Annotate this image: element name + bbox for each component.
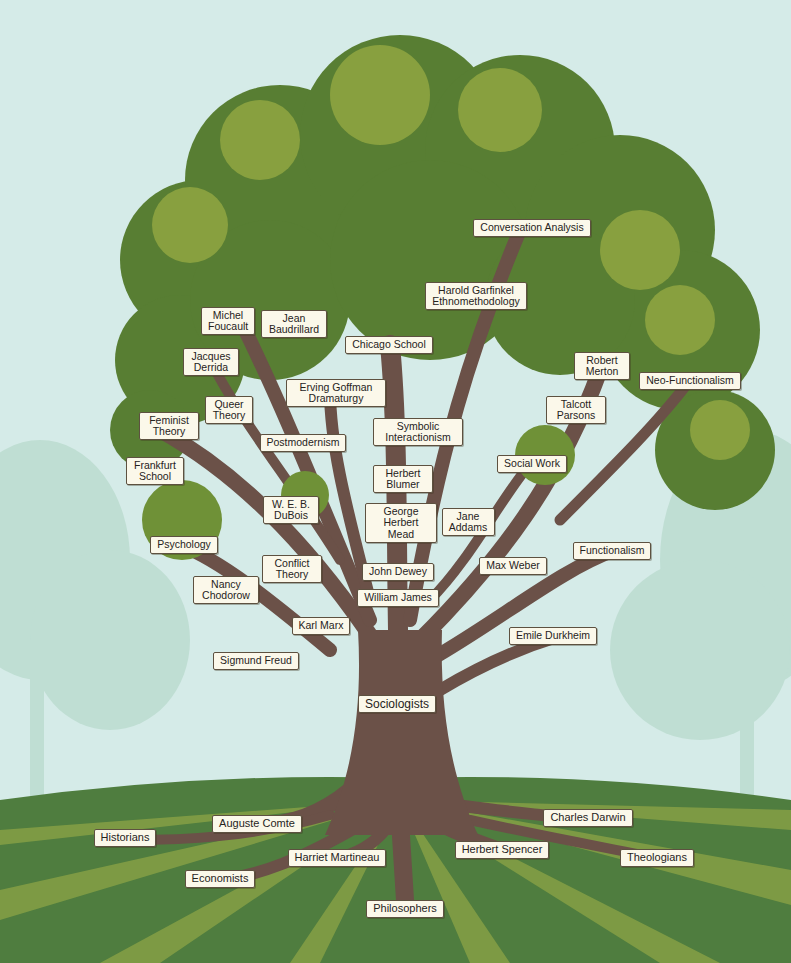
label-banner: Harold Garfinkel Ethnomethodology [425,282,527,311]
banner-text: Michel Foucault [208,310,248,333]
label-banner: Talcott Parsons [546,396,606,425]
banner-text: Historians [101,832,150,844]
banner-text: Neo-Functionalism [646,375,734,386]
banner-text: Queer Theory [212,399,246,422]
banner-text: John Dewey [369,566,427,577]
banner-text: George Herbert Mead [372,506,430,540]
label-banner: Charles Darwin [543,809,632,827]
label-banner: Philosophers [366,900,444,918]
banner-text: Philosophers [373,903,437,915]
banner-text: Conversation Analysis [480,222,583,233]
foliage-clumps [142,425,575,560]
banner-text: Feminist Theory [146,415,192,438]
label-banner: Nancy Chodorow [193,576,259,605]
label-banner: Emile Durkheim [509,627,597,644]
banner-text: Symbolic Interactionism [380,421,456,444]
label-banner: Economists [185,870,256,888]
banner-text: Emile Durkheim [516,630,590,641]
banner-text: Sociologists [365,698,429,711]
label-banner: Max Weber [479,557,547,574]
banner-text: Harold Garfinkel Ethnomethodology [432,285,520,308]
banner-text: Jean Baudrillard [268,313,320,336]
banner-text: Economists [192,873,249,885]
canopy-light [152,45,750,460]
label-banner: Sigmund Freud [213,652,299,669]
label-banner: Conversation Analysis [473,219,590,236]
banner-text: Social Work [504,458,560,469]
label-banner: Harriet Martineau [288,849,387,867]
label-banner: W. E. B. DuBois [263,496,319,525]
label-banner: Herbert Spencer [455,841,550,859]
label-banner: Karl Marx [292,617,351,634]
label-banner: Conflict Theory [262,555,322,584]
label-banner: Auguste Comte [212,815,302,833]
banner-text: Talcott Parsons [553,399,599,422]
label-banner: Psychology [150,536,218,553]
canopy-dark [110,35,775,510]
banner-text: Harriet Martineau [295,852,380,864]
banner-text: Nancy Chodorow [200,579,252,602]
label-banner: Functionalism [573,542,652,559]
banner-text: Max Weber [486,560,540,571]
banner-text: Auguste Comte [219,818,295,830]
label-banner: Postmodernism [260,434,347,451]
label-banner: Jacques Derrida [183,348,239,377]
banner-text: Conflict Theory [269,558,315,581]
banner-text: W. E. B. DuBois [270,499,312,522]
label-banner: Robert Merton [574,352,630,381]
banner-text: Jacques Derrida [190,351,232,374]
banner-text: Herbert Spencer [462,844,543,856]
banner-text: Herbert Blumer [380,468,426,491]
label-banner: Theologians [620,849,694,867]
label-banner: George Herbert Mead [365,503,437,543]
banner-text: Postmodernism [267,437,340,448]
label-banner: Queer Theory [205,396,253,425]
trunk [325,630,478,835]
label-banner: Historians [94,829,157,847]
label-banner: Social Work [497,455,567,472]
banner-text: Theologians [627,852,687,864]
label-banner: Neo-Functionalism [639,372,741,389]
label-banner: Jane Addams [442,508,495,537]
label-banner: Michel Foucault [201,307,255,336]
label-banner: John Dewey [362,563,434,580]
banner-text: William James [364,592,432,603]
label-banner: Sociologists [358,695,436,714]
label-banner: Erving Goffman Dramaturgy [286,379,386,408]
label-banner: Symbolic Interactionism [373,418,463,447]
banner-text: Chicago School [352,339,426,350]
banner-text: Karl Marx [299,620,344,631]
banner-text: Frankfurt School [133,460,177,483]
banner-text: Robert Merton [581,355,623,378]
banner-text: Jane Addams [449,511,488,534]
label-banner: Frankfurt School [126,457,184,486]
label-banner: Feminist Theory [139,412,199,441]
label-banner: Herbert Blumer [373,465,433,494]
banner-text: Erving Goffman Dramaturgy [293,382,379,405]
banner-text: Psychology [157,539,211,550]
banner-text: Functionalism [580,545,645,556]
label-banner: Chicago School [345,336,433,353]
label-banner: Jean Baudrillard [261,310,327,339]
banner-text: Charles Darwin [550,812,625,824]
label-banner: William James [357,589,439,606]
banner-text: Sigmund Freud [220,655,292,666]
branches [130,230,690,900]
